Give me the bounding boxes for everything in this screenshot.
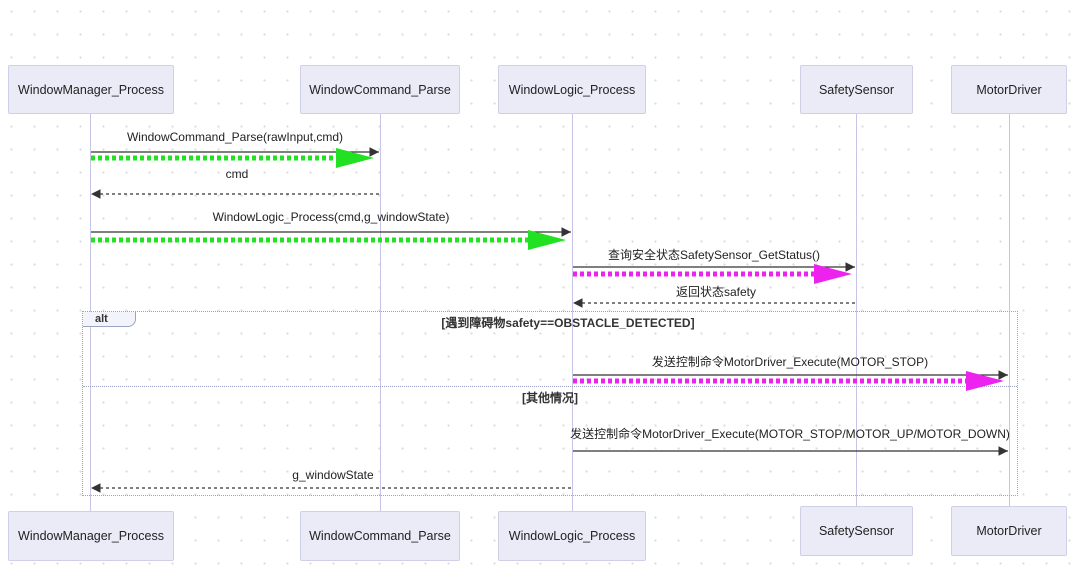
lifeline-md (1009, 114, 1010, 506)
participant-bottom-md: MotorDriver (951, 506, 1067, 556)
lifeline-ss (856, 114, 857, 506)
message-label-m7: 发送控制命令MotorDriver_Execute(MOTOR_STOP/MOT… (570, 427, 1010, 441)
alt-else-divider (83, 386, 1017, 387)
highlight-green-head-m3 (528, 230, 566, 250)
message-label-m1: WindowCommand_Parse(rawInput,cmd) (126, 130, 344, 144)
participant-top-wl: WindowLogic_Process (498, 65, 646, 114)
message-label-m8: g_windowState (292, 468, 374, 482)
participant-top-wm: WindowManager_Process (8, 65, 174, 114)
lifeline-wl (572, 114, 573, 511)
highlight-magenta-head-m6 (966, 371, 1004, 391)
alt-keyword: alt (83, 312, 136, 327)
highlight-magenta-head-m4 (814, 264, 852, 284)
lifeline-wc (380, 114, 381, 511)
participant-bottom-wm: WindowManager_Process (8, 511, 174, 561)
message-label-m4: 查询安全状态SafetySensor_GetStatus() (607, 248, 821, 262)
alt-condition: [遇到障碍物safety==OBSTACLE_DETECTED] (441, 316, 695, 330)
participant-bottom-wl: WindowLogic_Process (498, 511, 646, 561)
alt-else-condition: [其他情况] (522, 391, 578, 405)
message-label-m3: WindowLogic_Process(cmd,g_windowState) (212, 210, 450, 224)
participant-bottom-ss: SafetySensor (800, 506, 913, 556)
alt-frame: alt (82, 311, 1018, 496)
highlight-green-head-m1 (336, 148, 374, 168)
participant-top-wc: WindowCommand_Parse (300, 65, 460, 114)
message-label-m6: 发送控制命令MotorDriver_Execute(MOTOR_STOP) (651, 355, 929, 369)
participant-bottom-wc: WindowCommand_Parse (300, 511, 460, 561)
message-label-m5: 返回状态safety (675, 285, 757, 299)
participant-top-ss: SafetySensor (800, 65, 913, 114)
participant-top-md: MotorDriver (951, 65, 1067, 114)
message-label-m2: cmd (225, 167, 249, 181)
